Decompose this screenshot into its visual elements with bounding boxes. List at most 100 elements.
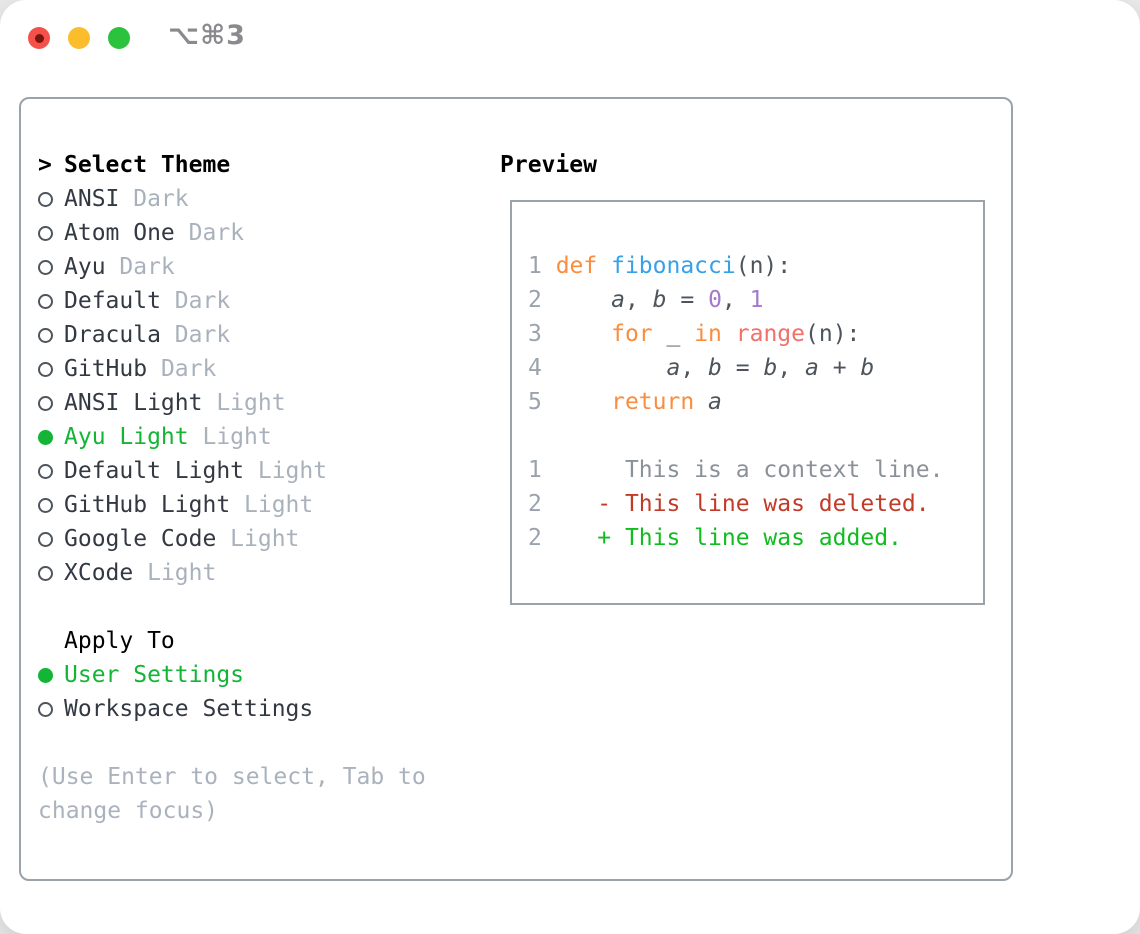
theme-picker-title: Select Theme: [64, 152, 231, 178]
token-del: - This line was deleted.: [597, 491, 930, 517]
theme-item-default[interactable]: Default Dark: [38, 284, 426, 318]
window-title: ⌥⌘3: [168, 20, 246, 51]
theme-variant-label: Dark: [174, 288, 231, 314]
radio-icon: [38, 463, 64, 479]
theme-variant-label: Light: [202, 424, 272, 450]
apply-option-workspace-settings[interactable]: Workspace Settings: [38, 692, 426, 726]
token-plain: =: [666, 287, 709, 313]
token-num: 1: [749, 287, 764, 313]
token-plain: (n):: [735, 253, 792, 279]
radio-icon: [38, 259, 64, 275]
token-kw: return: [611, 389, 695, 415]
theme-name: GitHub: [64, 356, 148, 382]
radio-icon: [38, 395, 64, 411]
radio-icon: [38, 497, 64, 513]
selected-radio-icon: [38, 667, 64, 683]
token-ln: 4: [528, 355, 556, 381]
token-plain: ,: [680, 355, 709, 381]
theme-variant-label: Light: [230, 526, 300, 552]
code-line: 2 - This line was deleted.: [528, 487, 943, 521]
filled-dot-icon: [38, 429, 53, 445]
theme-name: XCode: [64, 560, 134, 586]
token-ln: 2: [528, 287, 556, 313]
token-ln: 2: [528, 491, 598, 517]
circle-icon: [38, 361, 53, 377]
token-var: b: [708, 355, 722, 381]
keyboard-hint: (Use Enter to select, Tab to change focu…: [38, 764, 426, 824]
token-kw: for: [611, 321, 653, 347]
token-plain: [694, 389, 708, 415]
token-fn: fibonacci: [611, 253, 736, 279]
token-plain: [556, 321, 611, 347]
close-button[interactable]: [28, 27, 50, 49]
circle-icon: [38, 225, 53, 241]
token-add: + This line was added.: [597, 525, 902, 551]
theme-picker-header: > Select Theme: [38, 148, 426, 182]
token-plain: +: [818, 355, 861, 381]
theme-name: Default Light: [64, 458, 245, 484]
theme-variant-label: Light: [244, 492, 314, 518]
circle-icon: [38, 463, 53, 479]
prompt-marker: >: [38, 152, 64, 178]
prompt-icon: >: [38, 152, 52, 178]
circle-icon: [38, 701, 53, 717]
radio-icon: [38, 531, 64, 547]
circle-icon: [38, 497, 53, 513]
token-var: a: [805, 355, 819, 381]
code-line: 2 a, b = 0, 1: [528, 283, 943, 317]
zoom-button[interactable]: [108, 27, 130, 49]
theme-variant-label: Dark: [188, 220, 245, 246]
minimize-button[interactable]: [68, 27, 90, 49]
theme-name: Dracula: [64, 322, 161, 348]
circle-icon: [38, 565, 53, 581]
titlebar: ⌥⌘3: [0, 0, 1140, 76]
radio-icon: [38, 701, 64, 717]
theme-name: Default: [64, 288, 161, 314]
token-ln: 1: [528, 253, 556, 279]
token-var: a: [611, 287, 625, 313]
radio-icon: [38, 225, 64, 241]
circle-icon: [38, 395, 53, 411]
spacer: [38, 590, 426, 624]
radio-icon: [38, 293, 64, 309]
code-line: 1 def fibonacci(n):: [528, 249, 943, 283]
token-plain: (n):: [805, 321, 861, 347]
selected-radio-icon: [38, 429, 64, 445]
token-kw: in: [694, 321, 722, 347]
theme-item-ayu-light[interactable]: Ayu Light Light: [38, 420, 426, 454]
token-plain: [556, 355, 667, 381]
circle-icon: [38, 259, 53, 275]
theme-name: ANSI Light: [64, 390, 203, 416]
token-plain: [556, 287, 611, 313]
theme-item-ansi-light[interactable]: ANSI Light Light: [38, 386, 426, 420]
code-line: 1 This is a context line.: [528, 453, 943, 487]
code-line: 5 return a: [528, 385, 943, 419]
theme-name: Ayu Light: [64, 424, 189, 450]
code-line: [528, 419, 943, 453]
theme-variant-label: Dark: [119, 254, 175, 280]
apply-option-user-settings[interactable]: User Settings: [38, 658, 426, 692]
theme-variant-label: Light: [216, 390, 286, 416]
radio-icon: [38, 565, 64, 581]
code-line: 3 for _ in range(n):: [528, 317, 943, 351]
token-plain: [722, 321, 736, 347]
radio-icon: [38, 327, 64, 343]
token-plain: ,: [721, 287, 750, 313]
apply-to-title: Apply To: [64, 628, 175, 654]
token-var: a: [708, 389, 722, 415]
circle-icon: [38, 531, 53, 547]
